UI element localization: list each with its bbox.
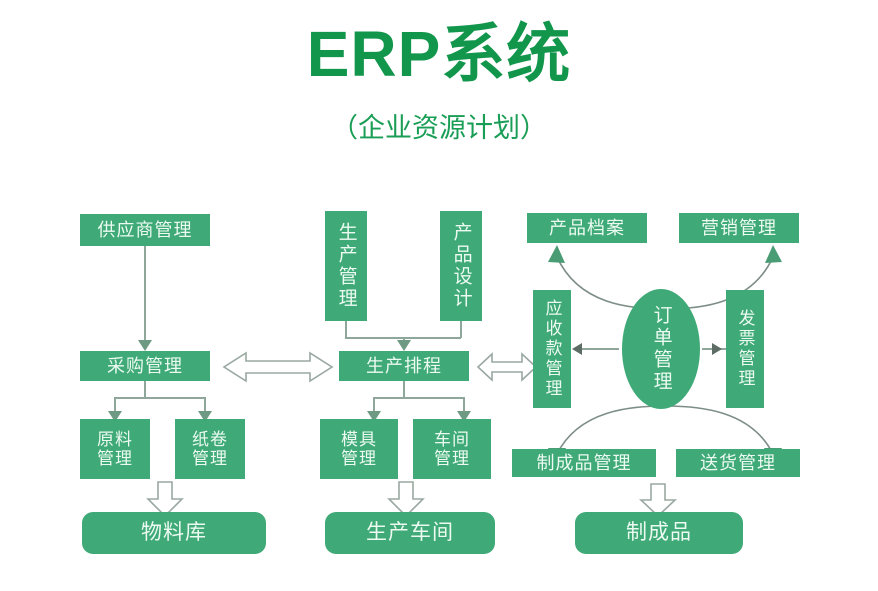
page-title: ERP系统	[306, 18, 572, 90]
node-marketing-management[interactable]: 营销管理	[679, 213, 799, 243]
block-arrow-to-material-warehouse	[145, 481, 185, 518]
double-block-arrow-purchasing-scheduling	[222, 351, 334, 383]
connector-scheduling-bus	[373, 397, 464, 399]
arrowhead-order-to-invoice	[712, 343, 722, 355]
connector-scheduling-to-workshop	[463, 397, 465, 415]
arrowhead-purchasing-to-raw-material	[108, 411, 122, 422]
arrowhead-scheduling-to-mold	[367, 411, 381, 422]
node-product-archive[interactable]: 产品档案	[527, 213, 647, 243]
connector-order-to-receivable	[575, 348, 619, 350]
connector-scheduling-stem	[403, 381, 405, 398]
node-raw-material-management[interactable]: 原料 管理	[80, 419, 150, 479]
block-arrow-to-finished-goods	[638, 483, 678, 518]
connector-product-design-drop	[460, 321, 462, 338]
node-accounts-receivable-management[interactable]: 应收款管理	[533, 290, 571, 408]
node-order-management[interactable]: 订单管理	[622, 289, 700, 409]
connector-purchasing-to-paper-roll	[204, 397, 206, 415]
node-delivery-management[interactable]: 送货管理	[676, 449, 800, 477]
connector-scheduling-to-mold	[373, 397, 375, 415]
node-production-scheduling[interactable]: 生产排程	[339, 351, 469, 381]
arrowhead-scheduling-to-workshop	[457, 411, 471, 422]
connector-production-mgmt-drop	[345, 321, 347, 338]
connector-order-to-invoice	[702, 348, 746, 350]
connector-purchasing-stem	[144, 381, 146, 398]
node-supplier-management[interactable]: 供应商管理	[80, 214, 210, 246]
arrowhead-order-to-receivable	[572, 343, 582, 355]
connector-supplier-to-purchasing	[144, 246, 146, 342]
connector-purchasing-bus	[114, 397, 205, 399]
connector-purchasing-to-raw-material	[114, 397, 116, 415]
node-production-workshop[interactable]: 生产车间	[325, 512, 495, 554]
double-block-arrow-scheduling-receivable	[476, 351, 538, 383]
node-finished-goods[interactable]: 制成品	[575, 512, 743, 554]
node-finished-goods-management[interactable]: 制成品管理	[512, 449, 656, 477]
arrowhead-supplier-to-purchasing	[138, 340, 152, 351]
node-workshop-management[interactable]: 车间 管理	[413, 419, 491, 479]
node-paper-roll-management[interactable]: 纸卷 管理	[175, 419, 245, 479]
node-product-design[interactable]: 产品设计	[440, 211, 482, 321]
page-subtitle: （企业资源计划）	[331, 113, 547, 143]
arrowhead-purchasing-to-paper-roll	[198, 411, 212, 422]
node-mold-management[interactable]: 模具 管理	[320, 419, 398, 479]
node-production-management[interactable]: 生产管理	[325, 211, 367, 321]
arrowhead-to-production-scheduling	[397, 340, 411, 351]
node-purchasing-management[interactable]: 采购管理	[80, 351, 210, 381]
node-material-warehouse[interactable]: 物料库	[82, 512, 266, 554]
block-arrow-to-production-workshop	[386, 481, 426, 518]
node-invoice-management[interactable]: 发票管理	[726, 290, 764, 408]
